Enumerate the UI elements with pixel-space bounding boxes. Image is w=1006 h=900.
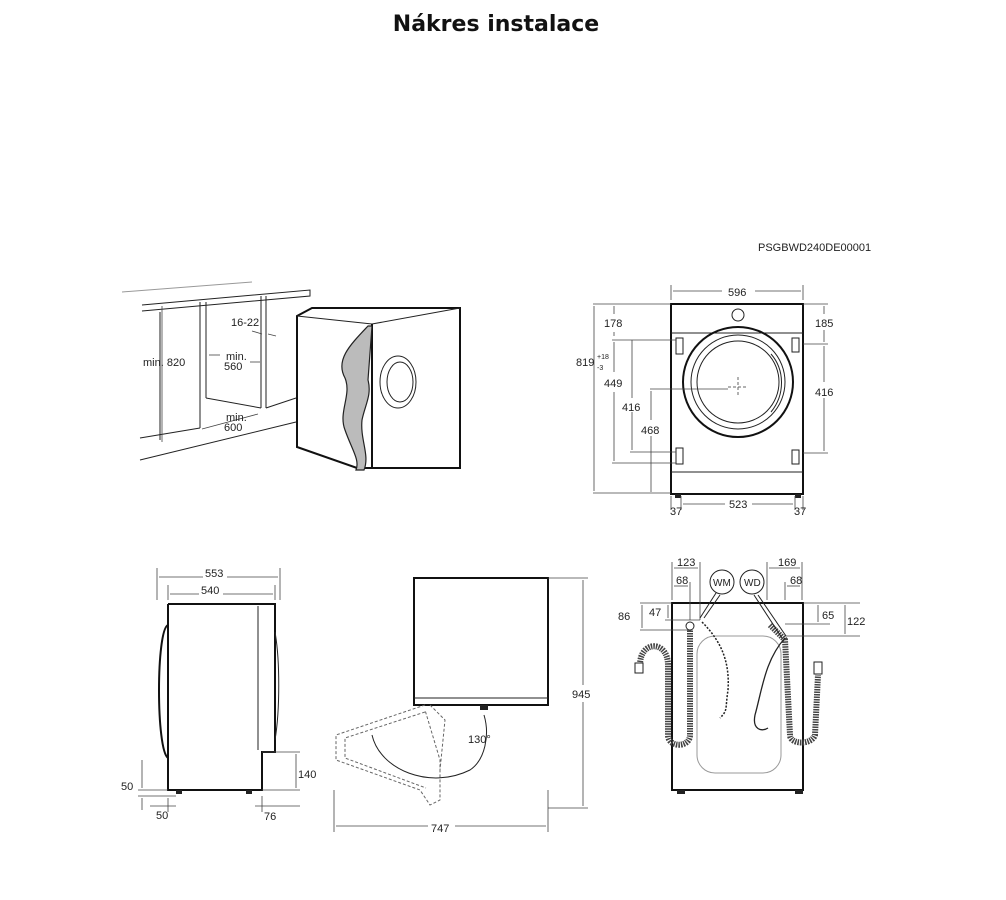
dim-inlet-pipe-height: 47 (649, 607, 661, 619)
dim-hinge-center: 416 (622, 402, 640, 414)
dim-foot-height: 50 (121, 781, 133, 793)
dim-height: 819 (576, 357, 594, 369)
dim-drain-pipe: 68 (790, 575, 802, 587)
dim-depth-body: 540 (201, 585, 219, 597)
side-view: 553 540 50 50 140 76 (121, 568, 316, 823)
door-opening-view: 945 130° 747 (333, 577, 590, 835)
dim-depth-total: 553 (205, 568, 223, 580)
dim-foot-span: 523 (729, 499, 747, 511)
dim-drain-pipe-height: 65 (822, 610, 834, 622)
dim-recess-height: 140 (298, 769, 316, 781)
dim-gap: 16-22 (231, 317, 259, 329)
dim-width: 560 (224, 361, 242, 373)
dim-foot-left: 37 (670, 506, 682, 518)
dim-recess-depth: 76 (264, 811, 276, 823)
dim-foot-offset: 50 (156, 810, 168, 822)
dim-foot-right: 37 (794, 506, 806, 518)
dim-depth: 600 (224, 422, 242, 434)
dim-top-right: 185 (815, 318, 833, 330)
dim-height-tol-minus: -3 (597, 365, 603, 372)
page-title: Nákres instalace (392, 12, 600, 37)
dim-depth-min-label: min. (226, 412, 247, 424)
label-wd: WD (744, 578, 761, 589)
dim-door-open-depth: 747 (431, 823, 449, 835)
dim-door-center: 468 (641, 425, 659, 437)
dim-height-min: min. 820 (143, 357, 185, 369)
front-view: 596 178 185 819 +18 -3 449 416 468 416 3… (576, 285, 833, 518)
dim-inlet-offset: 123 (677, 557, 695, 569)
dim-inlet-pipe: 68 (676, 575, 688, 587)
dim-hinge-span-left: 449 (604, 378, 622, 390)
install-perspective-view: min. 820 16-22 min. 560 min. 600 (121, 281, 461, 471)
drawing-code: PSGBWD240DE00001 (758, 242, 871, 254)
dim-hinge-span-right: 416 (815, 387, 833, 399)
rear-view: 123 68 WM WD 169 68 86 47 65 122 (618, 557, 865, 794)
dim-drain-height: 122 (847, 616, 865, 628)
dim-height-tol-plus: +18 (597, 354, 609, 361)
dim-drain-offset: 169 (778, 557, 796, 569)
dim-door-angle: 130° (468, 734, 491, 746)
dim-width-min-label: min. (226, 351, 247, 363)
label-wm: WM (713, 578, 731, 589)
dim-width: 596 (728, 287, 746, 299)
dim-height: 945 (572, 689, 590, 701)
dim-inlet-height: 86 (618, 611, 630, 623)
dim-top-left: 178 (604, 318, 622, 330)
